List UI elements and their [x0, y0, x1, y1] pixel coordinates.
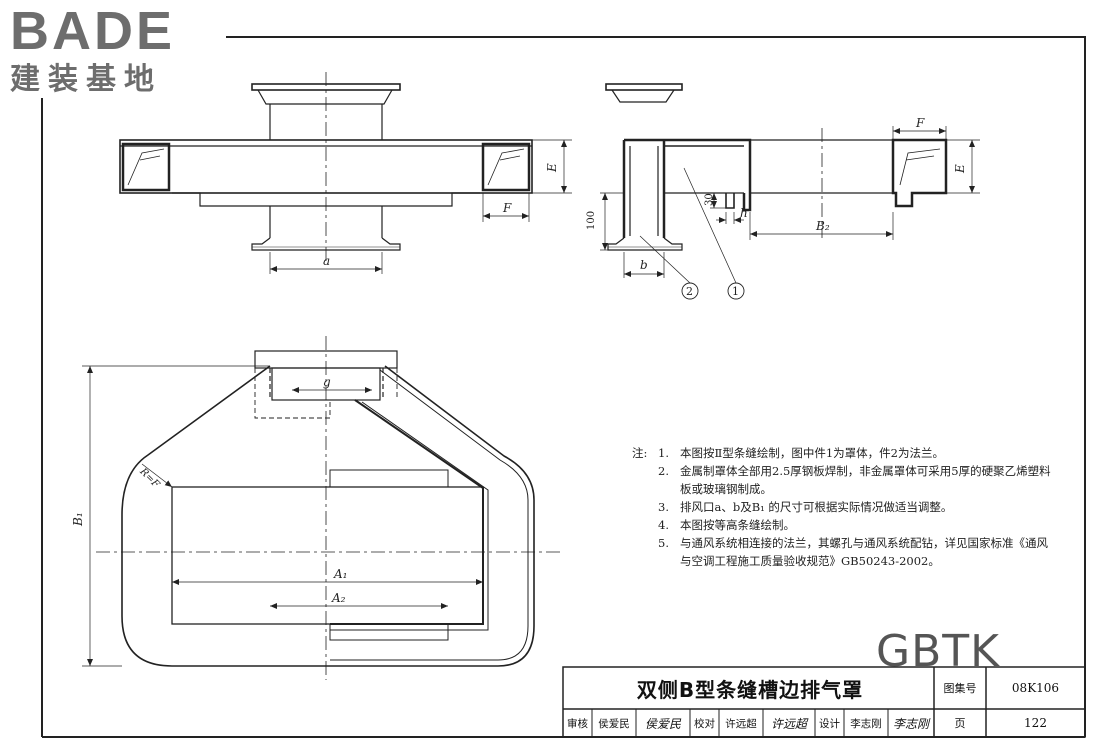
part-2-number: 2: [686, 285, 693, 298]
design-label: 设计: [819, 717, 840, 730]
atlas-number-label: 图集号: [943, 682, 977, 695]
design-signature: 李志刚: [892, 716, 929, 731]
label-30: 30: [704, 193, 715, 206]
note-text: 排风口a、b及B₁ 的尺寸可根据实际情况做适当调整。: [680, 500, 953, 514]
note-text: 与通风系统相连接的法兰，其螺孔与通风系统配钻，详见国家标准《通风与空调工程施工质…: [680, 536, 1048, 568]
note-number: 1.: [658, 446, 669, 460]
page-label: 页: [954, 717, 966, 730]
label-h: h: [740, 206, 748, 220]
part-1-number: 1: [732, 285, 739, 298]
review-signature: 侯爱民: [644, 716, 681, 731]
design-name: 李志刚: [850, 717, 882, 730]
front-elevation: [119, 72, 572, 274]
logo-subtitle: 建装基地: [10, 62, 162, 97]
label-F-front: F: [502, 201, 512, 215]
title-block-grid: [562, 666, 1086, 738]
drawing-border: [226, 36, 1086, 737]
label-b: b: [640, 258, 648, 272]
label-A2: A₂: [331, 591, 346, 605]
label-F-side: F: [915, 116, 925, 130]
check-label: 校对: [694, 717, 715, 730]
review-label: 审核: [567, 717, 588, 730]
atlas-number-value: 08K106: [1011, 681, 1060, 695]
note-text: 金属制罩体全部用2.5厚钢板焊制，非金属罩体可采用5厚的硬聚乙烯塑料板或玻璃钢制…: [680, 464, 1051, 496]
notes-heading: 注:: [632, 446, 648, 460]
label-B1: B₁: [71, 512, 85, 527]
label-g: g: [323, 375, 331, 389]
note-number: 4.: [658, 518, 669, 532]
label-R-F: R=F: [137, 466, 162, 491]
label-B2: B₂: [815, 219, 830, 233]
label-100: 100: [586, 211, 597, 230]
note-number: 2.: [658, 464, 669, 478]
note-text: 本图按Ⅱ型条缝绘制，图中件1为罩体，件2为法兰。: [680, 446, 944, 460]
label-A1: A₁: [333, 567, 347, 581]
side-section: [600, 83, 980, 300]
drawing-title: 双侧B型条缝槽边排气罩: [636, 677, 864, 702]
notes-block: 注: 1. 本图按Ⅱ型条缝绘制，图中件1为罩体，件2为法兰。 2. 金属制罩体全…: [632, 444, 1052, 570]
bade-logo: BADE 建装基地: [10, 4, 225, 98]
note-number: 3.: [658, 500, 669, 514]
label-E-front: E: [545, 163, 559, 173]
review-name: 侯爱民: [598, 717, 630, 730]
plan-view: [82, 336, 560, 680]
gbtk-watermark: GBTK: [876, 626, 1001, 677]
page-number: 122: [1024, 716, 1047, 730]
check-name: 许远超: [725, 717, 757, 730]
note-number: 5.: [658, 536, 669, 550]
note-text: 本图按等高条缝绘制。: [680, 518, 795, 532]
check-signature: 许远超: [770, 716, 807, 731]
label-a: a: [323, 254, 330, 268]
logo-brand: BADE: [10, 1, 176, 61]
label-E-side: E: [953, 164, 967, 174]
